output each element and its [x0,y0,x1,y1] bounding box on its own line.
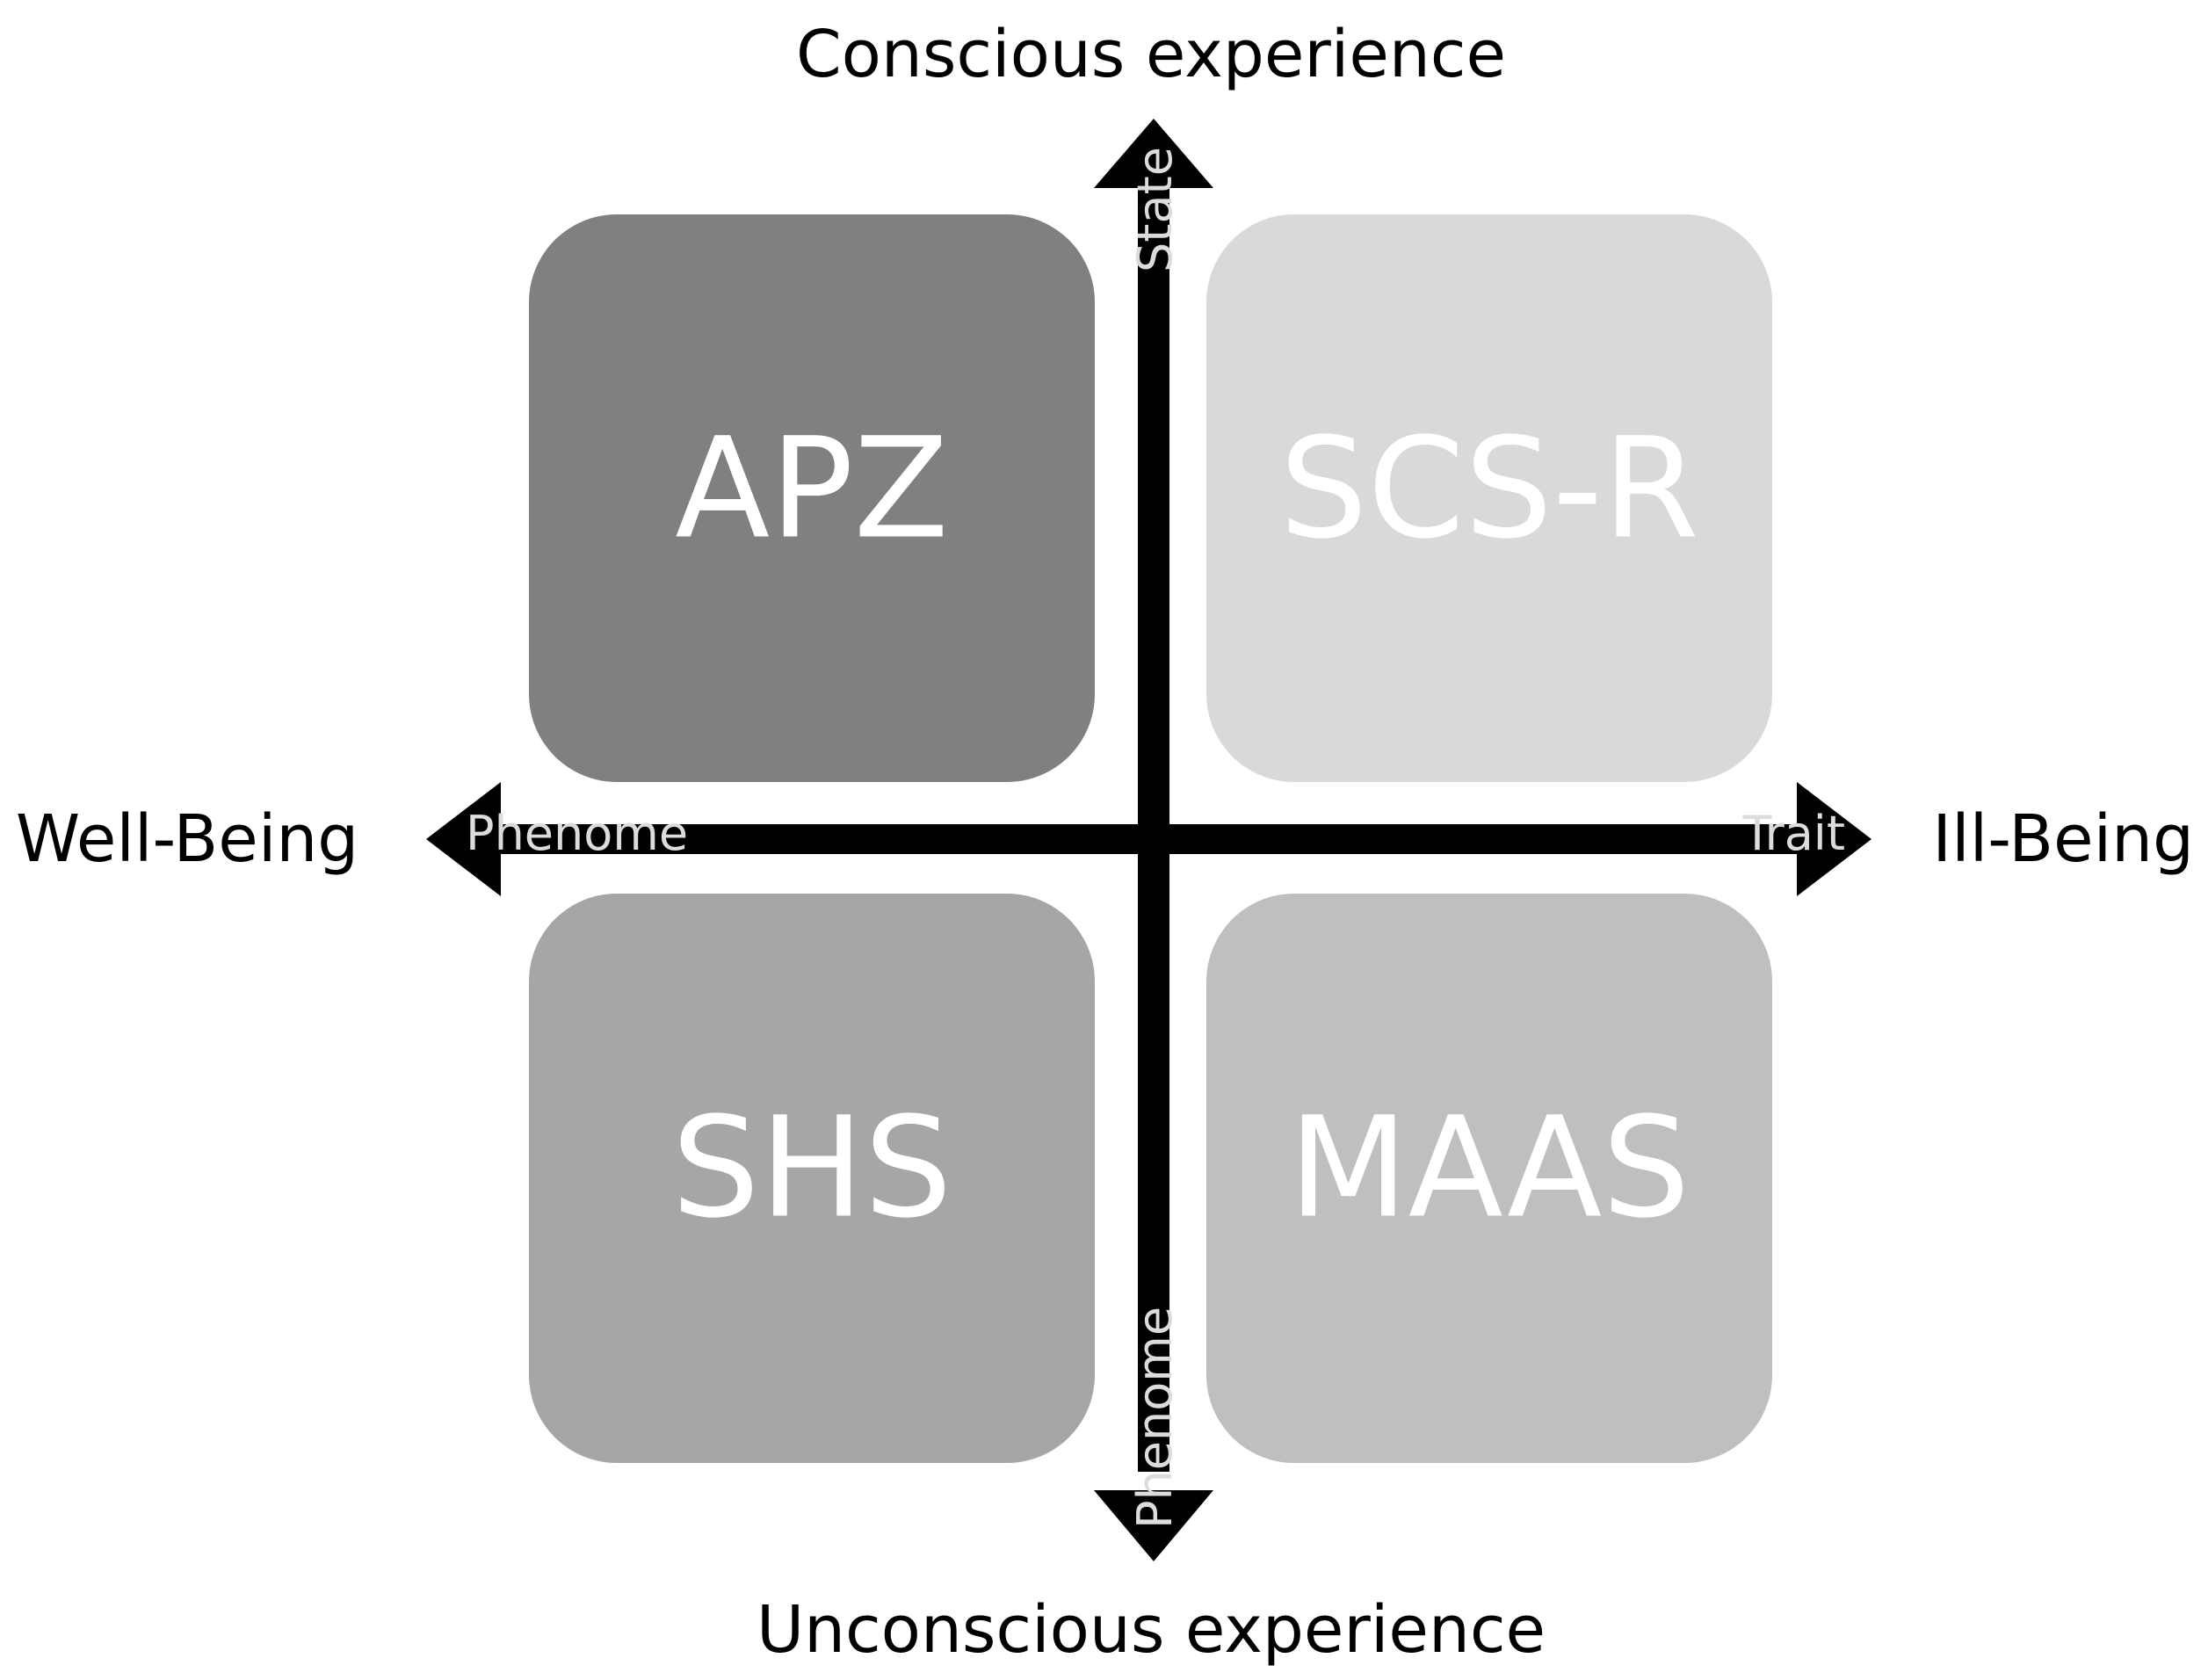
quadrant-apz-label: APZ [675,408,949,569]
pole-left-label: Well-Being [16,801,358,877]
pole-right-label: Ill-Being [1932,801,2194,877]
horizontal-axis-shaft [488,824,1810,854]
vertical-axis-top-label: State [1127,147,1183,272]
left-arrowhead-icon [426,782,501,896]
quadrant-maas-box [1206,894,1772,1463]
pole-bottom-label: Unconscious experience [757,1592,1546,1668]
quadrant-maas-label: MAAS [1288,1087,1690,1249]
up-arrowhead-icon [1094,119,1213,188]
quadrant-scs-r-label: SCS-R [1279,408,1699,569]
down-arrowhead-icon [1094,1490,1213,1561]
horizontal-axis-right-label: Trait [1741,806,1845,861]
quadrant-apz-box [529,214,1095,782]
quadrant-shs-label: SHS [671,1087,952,1249]
horizontal-axis-left-label: Phenome [466,806,688,861]
quadrant-shs-box [529,894,1095,1463]
quadrant-scs-r-box [1206,214,1772,782]
right-arrowhead-icon [1797,782,1872,896]
pole-top-label: Conscious experience [796,17,1506,92]
vertical-axis-bottom-label: Phenome [1127,1307,1183,1529]
